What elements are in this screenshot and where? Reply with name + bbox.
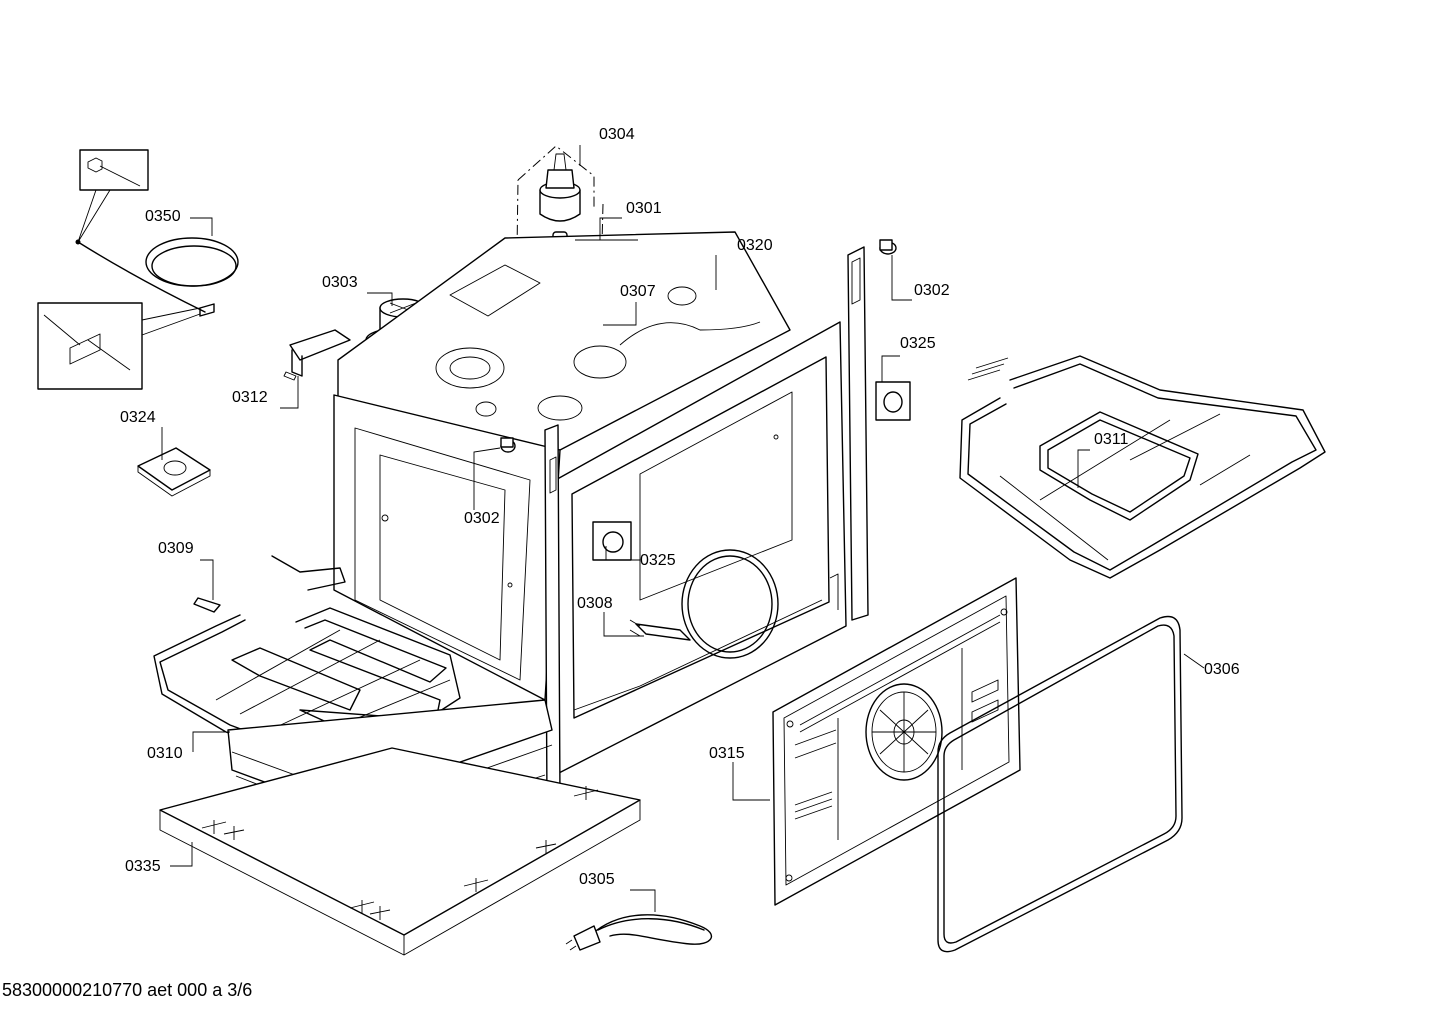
label-0335: 0335 — [125, 858, 161, 875]
label-0305: 0305 — [579, 871, 615, 888]
label-0302-mid: 0302 — [464, 510, 500, 527]
sensor-cable-0350 — [38, 150, 238, 389]
label-0307: 0307 — [620, 283, 656, 300]
label-0302-top: 0302 — [914, 282, 950, 299]
drawing-number: 58300000210770 aet 000 a 3/6 — [2, 980, 253, 1000]
ring-element-0308 — [630, 550, 778, 658]
power-cord-0305 — [566, 915, 711, 950]
part-0302-top — [880, 240, 896, 254]
label-0310: 0310 — [147, 745, 183, 762]
part-0302-mid — [501, 438, 515, 452]
label-0324: 0324 — [120, 409, 156, 426]
oven-muffle-0320 — [334, 232, 868, 805]
label-0315: 0315 — [709, 745, 745, 762]
door-seal-0306 — [938, 617, 1182, 952]
label-0311: 0311 — [1094, 431, 1129, 448]
back-panel-0315 — [773, 578, 1020, 905]
label-0308: 0308 — [577, 595, 613, 612]
part-0325-mid — [593, 522, 631, 560]
label-0304: 0304 — [599, 126, 635, 143]
label-0350: 0350 — [145, 208, 181, 225]
label-0325-top: 0325 — [900, 335, 936, 352]
part-labels: 0304 0301 0320 0350 0303 0307 0302 0325 … — [120, 126, 1240, 888]
pad-0324 — [138, 448, 210, 496]
lower-element-0310 — [154, 556, 460, 778]
label-0312: 0312 — [232, 389, 268, 406]
label-0301: 0301 — [626, 200, 662, 217]
leader-lines — [162, 145, 1204, 912]
label-0320: 0320 — [737, 237, 773, 254]
clip-0312 — [284, 330, 350, 380]
part-0325-top — [876, 382, 910, 420]
label-0303: 0303 — [322, 274, 358, 291]
grill-element-0311 — [960, 356, 1325, 578]
label-0325-mid: 0325 — [640, 552, 676, 569]
label-0309: 0309 — [158, 540, 194, 557]
label-0306: 0306 — [1204, 661, 1240, 678]
bottom-plate-0335 — [160, 748, 640, 955]
